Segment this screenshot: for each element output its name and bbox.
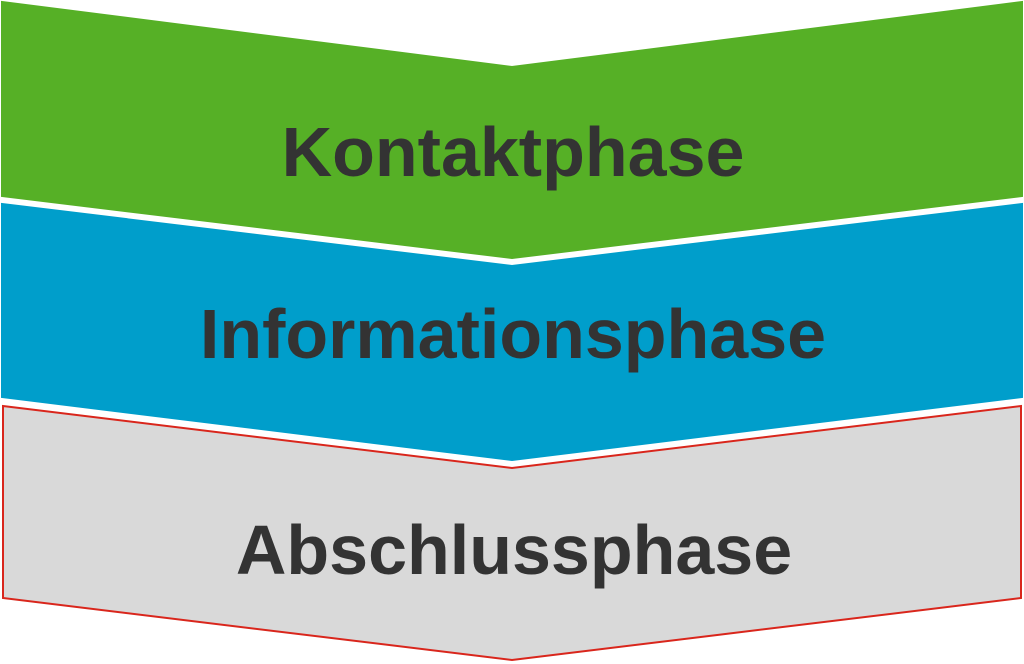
phase-kontakt: Kontaktphase [1, 0, 1023, 260]
phase-abschluss: Abschlussphase [2, 404, 1022, 662]
phase-information-chevron [1, 202, 1023, 462]
phase-abschluss-chevron [2, 404, 1022, 662]
phase-information: Informationsphase [1, 202, 1023, 462]
phase-information-label: Informationsphase [200, 295, 826, 373]
phase-kontakt-label: Kontaktphase [282, 113, 745, 191]
phase-abschluss-label: Abschlussphase [236, 511, 792, 589]
phase-kontakt-chevron [1, 0, 1023, 260]
